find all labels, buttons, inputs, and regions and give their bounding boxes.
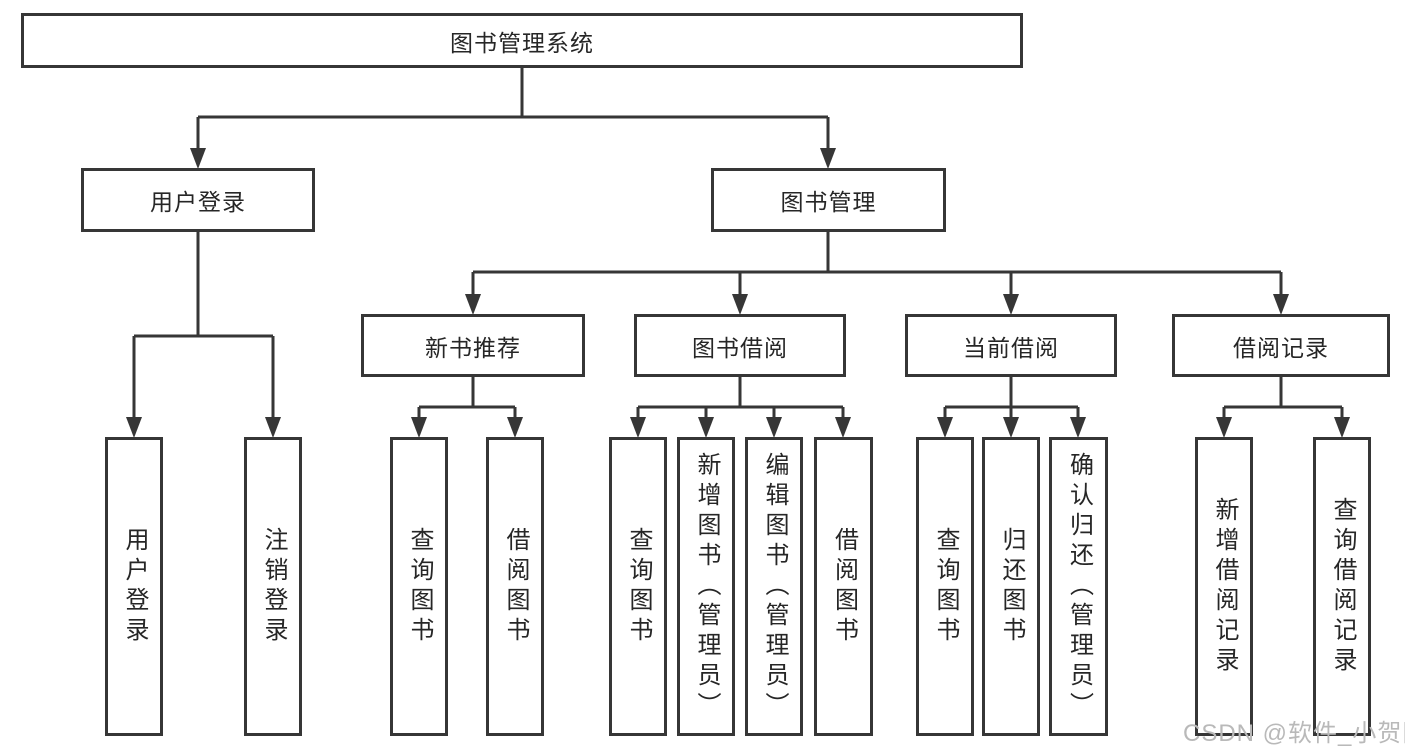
csdn-watermark: CSDN @软件_小贺同学 [1183, 720, 1405, 747]
leaf-add-borrow-record: 新增借阅记录 [1195, 437, 1253, 736]
leaf-user-login: 用户登录 [105, 437, 163, 736]
node-new-book-recommendation: 新书推荐 [361, 314, 585, 377]
node-current-borrowing: 当前借阅 [905, 314, 1117, 377]
node-label: 编辑图书（管理员） [761, 451, 788, 722]
node-borrowing-records: 借阅记录 [1172, 314, 1390, 377]
node-label: 借阅记录 [1233, 334, 1329, 361]
leaf-edit-books-admin: 编辑图书（管理员） [745, 437, 803, 736]
node-label: 用户登录 [150, 189, 246, 215]
leaf-borrow-books: 借阅图书 [814, 437, 873, 736]
leaf-add-books-admin: 新增图书（管理员） [677, 437, 735, 736]
node-label: 用户登录 [121, 526, 148, 647]
node-label: 图书借阅 [692, 334, 788, 361]
node-label: 新增图书（管理员） [693, 451, 720, 722]
node-label: 查询图书 [406, 526, 433, 647]
leaf-query-borrow-record: 查询借阅记录 [1313, 437, 1371, 736]
node-book-borrowing: 图书借阅 [634, 314, 846, 377]
node-label: 查询借阅记录 [1329, 496, 1356, 677]
node-label: 查询图书 [932, 526, 959, 647]
leaf-borrow-books-recommend: 借阅图书 [486, 437, 544, 736]
node-label: 图书管理系统 [450, 29, 594, 56]
node-user-login: 用户登录 [81, 168, 315, 232]
node-label: 注销登录 [260, 526, 287, 647]
node-book-management: 图书管理 [711, 168, 946, 232]
node-label: 归还图书 [998, 526, 1025, 647]
leaf-return-books: 归还图书 [982, 437, 1040, 736]
node-label: 借阅图书 [830, 526, 858, 647]
leaf-confirm-return-admin: 确认归还（管理员） [1049, 437, 1108, 736]
node-label: 新书推荐 [425, 334, 521, 361]
node-label: 借阅图书 [502, 526, 529, 647]
node-label: 新增借阅记录 [1211, 496, 1238, 677]
node-library-management-system: 图书管理系统 [21, 13, 1023, 68]
leaf-query-books-borrow: 查询图书 [609, 437, 667, 736]
node-label: 确认归还（管理员） [1065, 451, 1093, 722]
node-label: 当前借阅 [963, 334, 1059, 361]
leaf-query-books-current: 查询图书 [916, 437, 974, 736]
node-label: 图书管理 [780, 189, 877, 215]
leaf-logout: 注销登录 [244, 437, 302, 736]
node-label: 查询图书 [625, 526, 652, 647]
leaf-query-books-recommend: 查询图书 [390, 437, 448, 736]
